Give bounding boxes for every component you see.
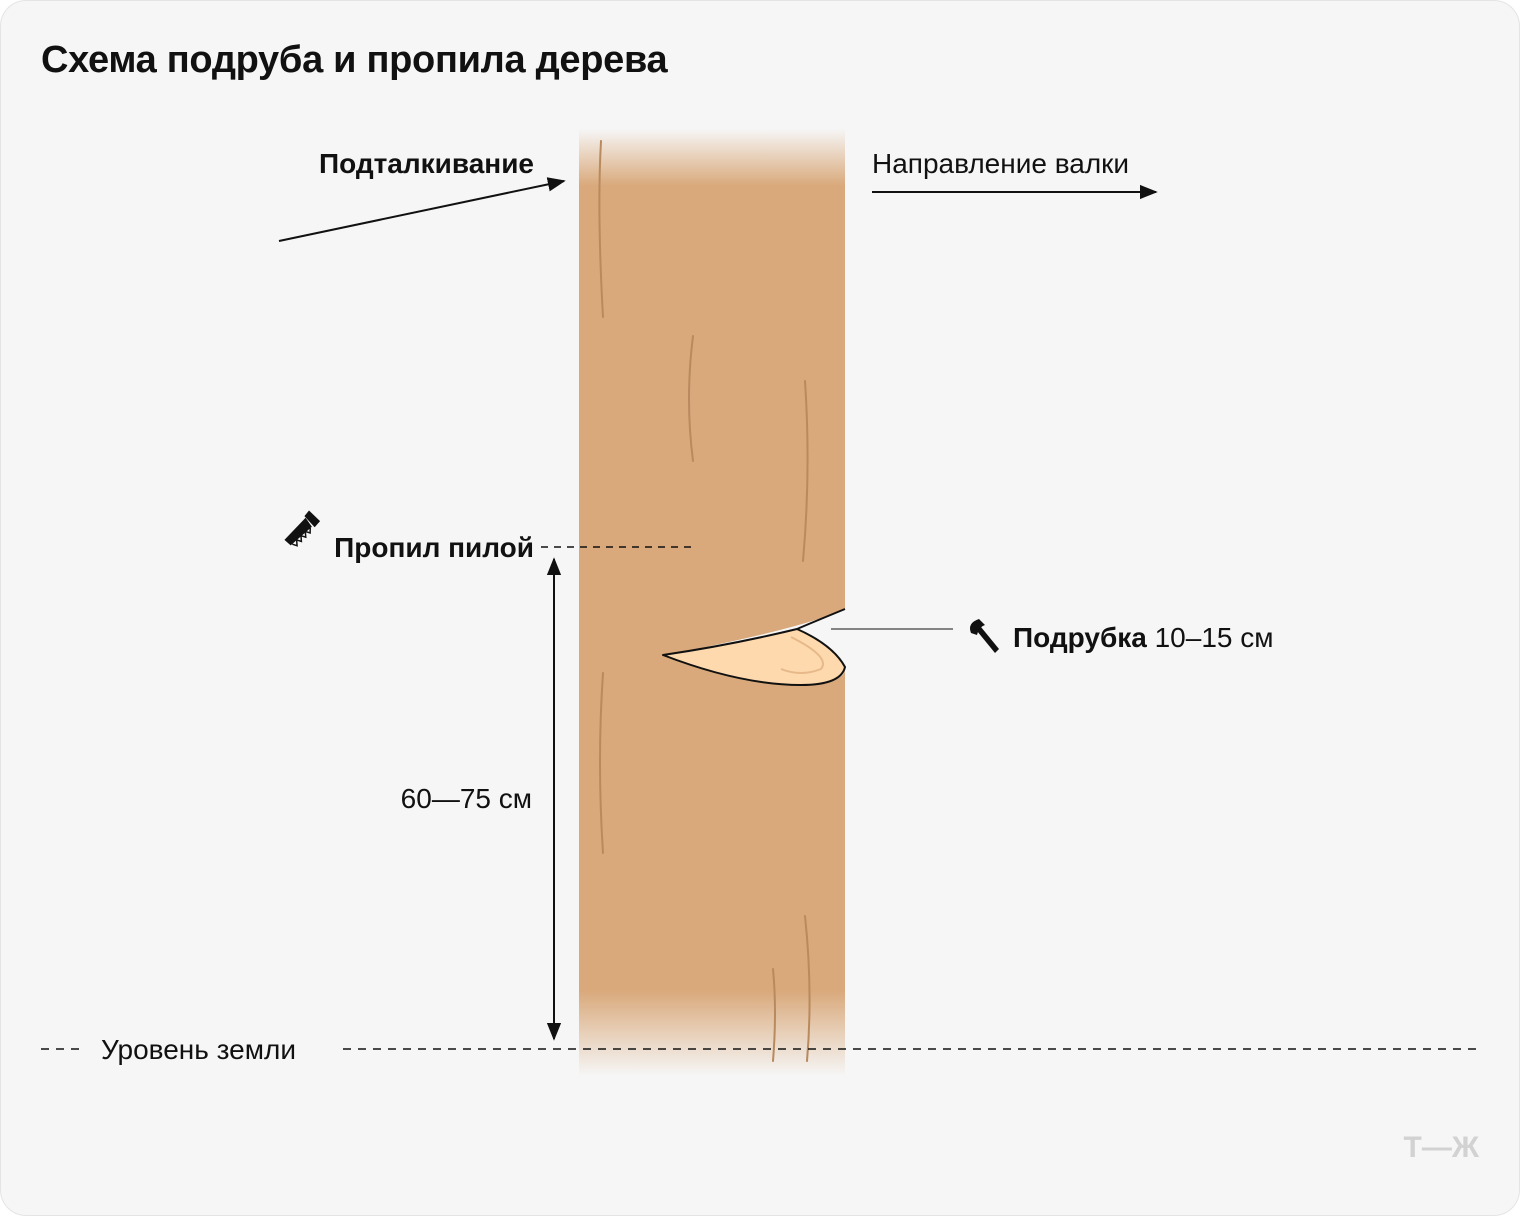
push-label: Подталкивание — [319, 148, 534, 179]
height-label: 60—75 см — [401, 783, 532, 814]
push-arrow — [278, 177, 566, 242]
fall-direction-label: Направление валки — [872, 148, 1129, 179]
axe-icon — [970, 619, 999, 653]
notch-label: Подрубка 10–15 см — [1013, 622, 1274, 653]
ground-label: Уровень земли — [101, 1034, 296, 1065]
bark-grain — [598, 140, 811, 1062]
notch-label-bold: Подрубка — [1013, 622, 1147, 653]
notch-wedge — [662, 608, 846, 686]
saw-cut-label: Пропил пилой — [334, 532, 534, 563]
diagram-title: Схема подруба и пропила дерева — [41, 39, 668, 81]
tree-trunk — [578, 129, 846, 1076]
tzh-logo: Т—Ж — [1404, 1131, 1480, 1164]
notch-label-size: 10–15 см — [1147, 622, 1274, 653]
saw-icon — [284, 510, 321, 547]
